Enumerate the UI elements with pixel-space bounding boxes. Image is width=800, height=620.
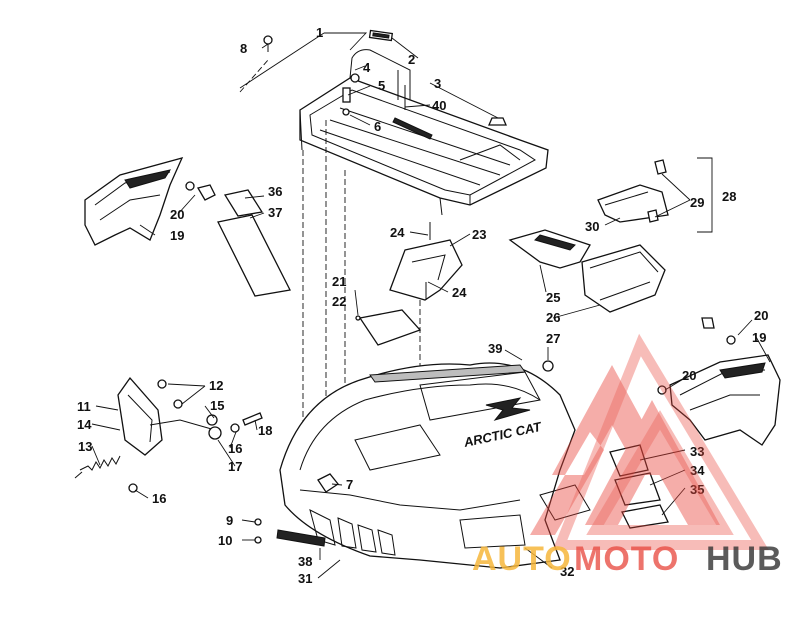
callout-10: 10	[218, 533, 232, 548]
callout-28: 28	[722, 189, 736, 204]
callout-9: 9	[226, 513, 233, 528]
callout-11: 11	[77, 399, 91, 414]
latch-29-top	[654, 159, 667, 175]
rack-emblem	[368, 29, 394, 42]
panel-22	[358, 309, 422, 346]
callout-5: 5	[378, 78, 385, 93]
callout-14: 14	[77, 417, 92, 432]
decal-35	[621, 504, 669, 529]
callout-29: 29	[690, 195, 704, 210]
front-body-panel	[279, 362, 591, 569]
washer-4	[350, 73, 360, 83]
callout-1: 1	[316, 25, 323, 40]
nameplate-38	[276, 529, 326, 547]
callout-26: 26	[546, 310, 560, 325]
callout-30: 30	[585, 219, 599, 234]
rivet-head-left	[185, 181, 195, 191]
callout-25: 25	[546, 290, 560, 305]
rear-rack	[299, 49, 549, 216]
callout-34: 34	[690, 463, 705, 478]
callout-labels: 1 2 3 4 5 6 7 8 9 10 11 12 13 14 15 16 1…	[77, 25, 768, 586]
callout-27: 27	[546, 331, 560, 346]
callout-2: 2	[408, 52, 415, 67]
nut-10	[254, 536, 262, 544]
callout-3: 3	[434, 76, 441, 91]
watermark-triangles-icon	[530, 365, 720, 535]
nut-3	[488, 117, 507, 126]
callout-31: 31	[298, 571, 312, 586]
callout-24b: 24	[452, 285, 467, 300]
headlight-assembly	[117, 376, 216, 456]
callout-17: 17	[228, 459, 242, 474]
push-rivet-20-left	[197, 184, 216, 201]
callout-21: 21	[332, 274, 346, 289]
callout-22: 22	[332, 294, 346, 309]
decal-33	[609, 444, 649, 477]
watermark-hub: HUB	[706, 540, 783, 578]
rivet-head-right	[726, 335, 736, 345]
callout-36: 36	[268, 184, 282, 199]
screw-8	[263, 35, 273, 45]
callout-15: 15	[210, 398, 224, 413]
watermark-text: AUTO MOTO HUB	[472, 540, 783, 578]
callout-39: 39	[488, 341, 502, 356]
cap-7	[317, 473, 339, 493]
callout-8: 8	[240, 41, 247, 56]
grommet-27	[542, 360, 554, 372]
latch-29-bottom	[647, 209, 659, 223]
callout-32: 32	[560, 564, 574, 579]
callout-33: 33	[690, 444, 704, 459]
bolt-18	[242, 412, 263, 426]
callout-37: 37	[268, 205, 282, 220]
callout-12: 12	[209, 378, 223, 393]
callout-23: 23	[472, 227, 486, 242]
storage-box-26	[581, 244, 666, 313]
decal-37	[217, 214, 291, 297]
callout-35: 35	[690, 482, 704, 497]
callout-16b: 16	[228, 441, 242, 456]
callout-6: 6	[374, 119, 381, 134]
rivet-20-lower	[657, 385, 667, 395]
grommet-15	[206, 414, 218, 426]
bracket-28	[697, 157, 713, 233]
leader-lines	[91, 32, 771, 579]
callout-16a: 16	[152, 491, 166, 506]
push-rivet-20-right	[701, 317, 715, 329]
right-front-fender	[669, 354, 781, 446]
nut-6	[342, 108, 350, 116]
grommet-17	[208, 426, 222, 440]
callout-4: 4	[363, 60, 371, 75]
washer-16-right	[230, 423, 240, 433]
callout-20b: 20	[754, 308, 768, 323]
callout-24a: 24	[390, 225, 405, 240]
callout-19b: 19	[752, 330, 766, 345]
callout-13: 13	[78, 439, 92, 454]
rack-reflector-strip	[392, 117, 433, 140]
watermark-logo	[530, 333, 769, 550]
decal-34	[614, 472, 661, 506]
watermark-moto: MOTO	[574, 540, 679, 578]
adjuster-spring-13	[74, 455, 121, 479]
callout-7: 7	[346, 477, 353, 492]
callout-19a: 19	[170, 228, 184, 243]
rivet-21	[355, 315, 361, 321]
callout-38: 38	[298, 554, 312, 569]
callout-20a: 20	[170, 207, 184, 222]
screw-9	[254, 518, 262, 526]
left-front-fender	[84, 157, 184, 246]
callout-40: 40	[432, 98, 446, 113]
tray-25	[508, 229, 591, 269]
watermark-auto: AUTO	[472, 540, 572, 578]
callout-20c: 20	[682, 368, 696, 383]
decal-36	[223, 189, 264, 217]
bolt-5	[342, 87, 351, 103]
callout-18: 18	[258, 423, 272, 438]
